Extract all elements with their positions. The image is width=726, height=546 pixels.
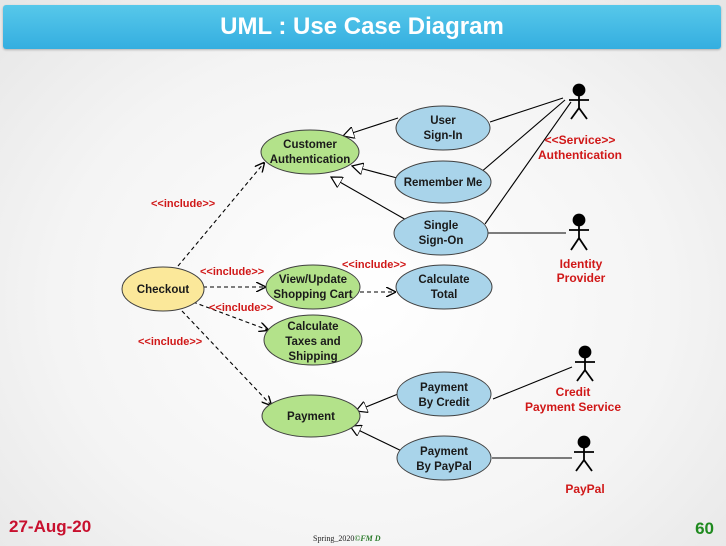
svg-text:Taxes and: Taxes and: [285, 336, 340, 348]
generalization-single-signon: [331, 177, 409, 222]
include-arrow-taxes: [192, 301, 268, 330]
svg-text:By PayPal: By PayPal: [416, 461, 472, 473]
usecase-calculate-taxes: Calculate Taxes and Shipping: [263, 314, 363, 366]
actor-identity-provider-icon: [569, 213, 589, 251]
svg-text:Customer: Customer: [283, 139, 337, 151]
actor-paypal-icon: [574, 435, 594, 472]
footer-credit-symbol: ©: [354, 534, 361, 543]
actor-paypal-label: PayPal: [565, 482, 604, 496]
svg-text:Single: Single: [424, 220, 459, 232]
svg-text:Checkout: Checkout: [137, 284, 190, 296]
svg-text:Shopping Cart: Shopping Cart: [273, 289, 352, 301]
usecase-checkout: Checkout: [121, 266, 205, 312]
generalization-remember-me: [352, 166, 398, 179]
include-label-cart: <<include>>: [200, 266, 264, 278]
svg-text:Payment: Payment: [420, 382, 468, 394]
include-label-taxes: <<include>>: [209, 302, 273, 314]
include-label-total: <<include>>: [342, 259, 406, 271]
footer-credit: Spring_2020©FM D: [313, 534, 381, 543]
svg-text:User: User: [430, 115, 456, 127]
assoc-actor-auth-sso: [484, 101, 572, 225]
page-number: 60: [695, 519, 714, 538]
generalization-payment-credit: [356, 393, 399, 411]
actor-credit-label-2: Payment Service: [525, 400, 621, 414]
actor-identity-provider-label-2: Provider: [557, 271, 606, 285]
include-arrow-payment: [181, 310, 271, 405]
usecase-view-update-cart: View/Update Shopping Cart: [265, 264, 361, 310]
assoc-credit-service: [492, 366, 573, 400]
footer-credit-prefix: Spring_2020: [313, 534, 355, 543]
actor-credit-label: Credit: [556, 385, 591, 399]
usecase-remember-me: Remember Me: [394, 160, 492, 204]
usecase-payment: Payment: [261, 394, 361, 438]
svg-text:Sign-In: Sign-In: [424, 130, 463, 142]
generalization-user-signin: [343, 117, 399, 136]
usecase-user-sign-in: User Sign-In: [395, 105, 491, 151]
usecase-payment-by-credit: Payment By Credit: [396, 371, 492, 417]
svg-text:Calculate: Calculate: [287, 321, 338, 333]
title-bar: UML : Use Case Diagram: [3, 5, 721, 49]
actor-service-authentication-icon: [569, 83, 589, 120]
assoc-actor-auth-signin: [489, 97, 564, 123]
actor-credit-payment-service-icon: [575, 345, 595, 382]
svg-text:Total: Total: [431, 289, 458, 301]
include-label-auth: <<include>>: [151, 198, 215, 210]
footer-date: 27-Aug-20: [9, 517, 92, 536]
usecase-single-sign-on: Single Sign-On: [393, 210, 489, 256]
svg-text:Payment: Payment: [287, 411, 335, 423]
actor-service-authentication-label: Authentication: [538, 148, 622, 162]
svg-text:Calculate: Calculate: [418, 274, 469, 286]
page-title: UML : Use Case Diagram: [220, 13, 504, 40]
footer-credit-brand: FM D: [360, 534, 381, 543]
usecase-payment-by-paypal: Payment By PayPal: [396, 435, 492, 481]
svg-text:View/Update: View/Update: [279, 274, 347, 286]
svg-text:Sign-On: Sign-On: [419, 235, 464, 247]
actor-identity-provider-label: Identity: [560, 257, 603, 271]
usecase-customer-authentication: Customer Authentication: [260, 129, 360, 175]
actor-service-stereotype: <<Service>>: [545, 133, 616, 147]
usecase-calculate-total: Calculate Total: [395, 264, 493, 310]
svg-text:Authentication: Authentication: [270, 154, 351, 166]
include-arrow-auth: [177, 163, 264, 267]
assoc-actor-auth-remember: [479, 99, 566, 174]
svg-text:By Credit: By Credit: [418, 397, 469, 409]
svg-text:Remember Me: Remember Me: [404, 177, 483, 189]
svg-text:Shipping: Shipping: [288, 351, 337, 363]
include-label-payment: <<include>>: [138, 336, 202, 348]
svg-text:Payment: Payment: [420, 446, 468, 458]
